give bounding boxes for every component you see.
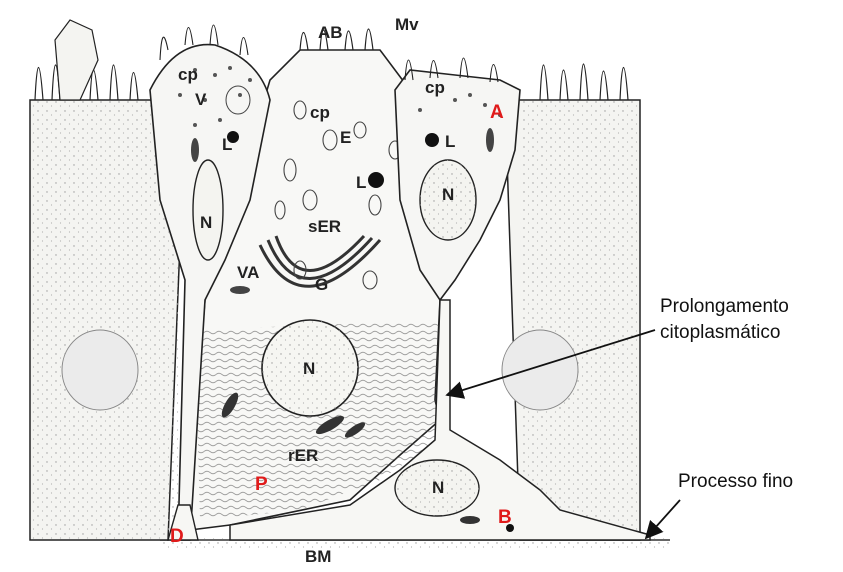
label-cp-left: cp xyxy=(178,65,198,84)
label-n-center: N xyxy=(303,359,315,378)
label-cp-center: cp xyxy=(310,103,330,122)
label-va: VA xyxy=(237,263,259,282)
callout-processo-fino: Processo fino xyxy=(646,471,793,538)
label-l-right: L xyxy=(445,132,455,151)
label-l-center: L xyxy=(356,173,366,192)
callout-prolongamento-line1: Prolongamento xyxy=(660,296,789,317)
label-rer: rER xyxy=(288,446,318,465)
label-cell-d: D xyxy=(170,526,184,547)
label-ab: AB xyxy=(318,23,343,42)
label-mv: Mv xyxy=(395,15,419,34)
label-ser: sER xyxy=(308,217,341,236)
label-cell-a: A xyxy=(490,102,504,123)
label-v: V xyxy=(195,90,207,109)
callout-prolongamento-line2: citoplasmático xyxy=(660,322,780,343)
label-g: G xyxy=(315,275,328,294)
label-n-right-upper: N xyxy=(442,185,454,204)
label-cell-b: B xyxy=(498,507,512,528)
label-bm: BM xyxy=(305,547,331,566)
label-e: E xyxy=(340,128,351,147)
right-columnar-cell xyxy=(502,64,640,540)
label-l-left: L xyxy=(222,135,232,154)
label-cell-p: P xyxy=(255,474,268,495)
callout-processo-fino-arrow xyxy=(646,500,680,538)
callout-processo-fino-text: Processo fino xyxy=(678,471,793,492)
label-n-left: N xyxy=(200,213,212,232)
label-n-lower: N xyxy=(432,478,444,497)
label-cp-right: cp xyxy=(425,78,445,97)
